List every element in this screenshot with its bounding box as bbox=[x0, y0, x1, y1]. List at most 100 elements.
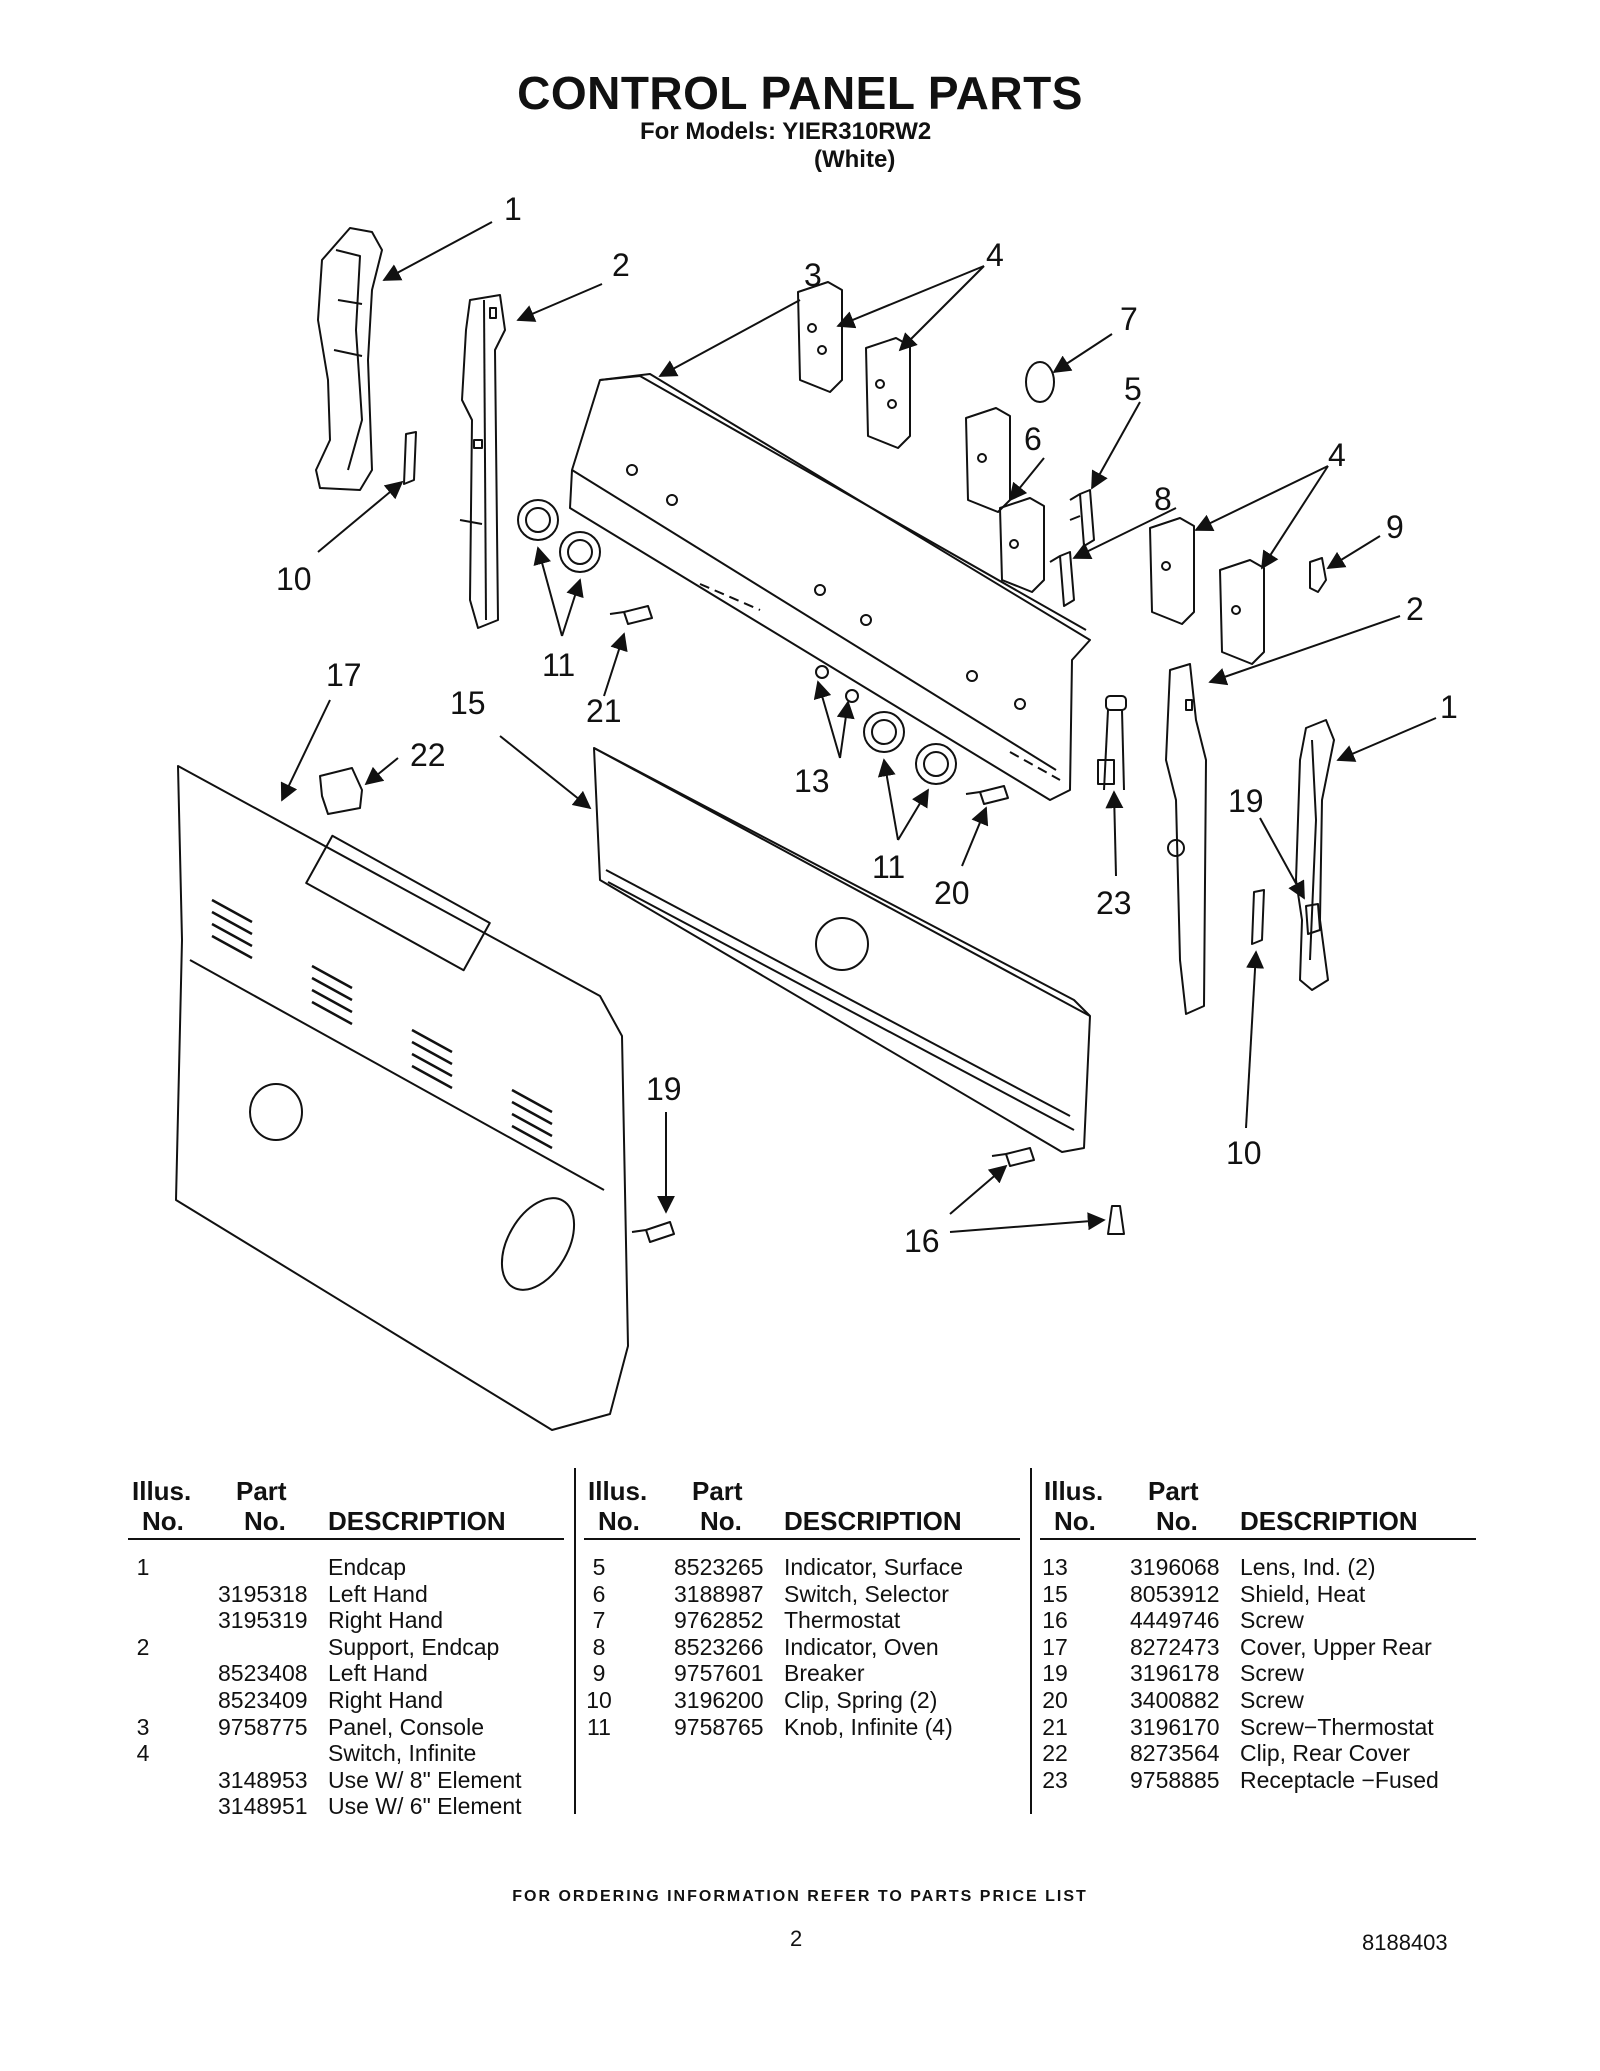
part-no: 8053912 bbox=[1130, 1580, 1220, 1607]
selector-switch bbox=[965, 407, 1011, 513]
part-description: Use W/ 6" Element bbox=[328, 1793, 522, 1820]
callout-7: 7 bbox=[1120, 301, 1138, 337]
infinite-switch-1 bbox=[797, 281, 843, 393]
part-description: Clip, Spring (2) bbox=[784, 1686, 938, 1713]
part-description: Thermostat bbox=[784, 1607, 901, 1634]
part-no: 9758765 bbox=[674, 1713, 764, 1740]
part-no: 8273564 bbox=[1130, 1740, 1220, 1767]
table-row: 8523409 Right Hand bbox=[128, 1687, 564, 1714]
table-header: Illus. No. Part No. DESCRIPTION bbox=[1040, 1468, 1476, 1540]
lens-indicator-1 bbox=[815, 665, 829, 679]
document-number: 8188403 bbox=[1362, 1930, 1448, 1955]
header-part-bottom: No. bbox=[1156, 1506, 1198, 1536]
part-no: 8523265 bbox=[674, 1554, 764, 1580]
callout-17: 17 bbox=[326, 657, 362, 693]
part-description: Right Hand bbox=[328, 1686, 444, 1713]
screw-19-left bbox=[631, 1221, 675, 1243]
callout-11-left: 11 bbox=[542, 647, 575, 683]
header-part-top: Part bbox=[1148, 1476, 1199, 1506]
part-description: Shield, Heat bbox=[1240, 1580, 1366, 1607]
illus-no: 19 bbox=[1042, 1660, 1068, 1687]
part-description: Right Hand bbox=[328, 1607, 444, 1634]
callout-5: 5 bbox=[1124, 371, 1142, 407]
callout-10-right: 10 bbox=[1226, 1135, 1262, 1171]
illus-no: 5 bbox=[592, 1554, 606, 1580]
callout-4-top: 4 bbox=[986, 237, 1004, 273]
part-description: Switch, Selector bbox=[784, 1580, 949, 1607]
console-panel bbox=[569, 373, 1091, 801]
illus-no: 23 bbox=[1042, 1766, 1068, 1793]
part-no: 8523408 bbox=[218, 1660, 308, 1687]
screw-20 bbox=[965, 785, 1009, 805]
part-description: Screw−Thermostat bbox=[1240, 1713, 1434, 1740]
callout-1-left: 1 bbox=[504, 191, 522, 227]
callout-21: 21 bbox=[586, 693, 622, 729]
clip-rear-cover bbox=[319, 767, 363, 815]
illus-no: 7 bbox=[592, 1607, 606, 1634]
part-no: 3148953 bbox=[218, 1766, 308, 1793]
screw-19-right bbox=[1305, 903, 1321, 935]
callout-19-right: 19 bbox=[1228, 783, 1264, 819]
illus-no: 21 bbox=[1042, 1713, 1068, 1740]
part-no: 4449746 bbox=[1130, 1607, 1220, 1634]
part-description: Indicator, Oven bbox=[784, 1633, 939, 1660]
callout-22: 22 bbox=[410, 737, 446, 773]
header-part-top: Part bbox=[692, 1476, 743, 1506]
part-no: 8272473 bbox=[1130, 1633, 1220, 1660]
header-description: DESCRIPTION bbox=[1240, 1506, 1418, 1536]
page-title: CONTROL PANEL PARTS bbox=[517, 67, 1083, 119]
callout-11-right: 11 bbox=[872, 849, 905, 885]
part-description: Left Hand bbox=[328, 1580, 428, 1607]
header-description: DESCRIPTION bbox=[784, 1506, 962, 1536]
selector-switch-b bbox=[999, 497, 1045, 593]
page-number: 2 bbox=[790, 1926, 803, 1951]
infinite-switch-3 bbox=[1149, 517, 1195, 625]
header-illus-bottom: No. bbox=[142, 1506, 184, 1536]
callout-4-right: 4 bbox=[1328, 437, 1346, 473]
infinite-switch-2 bbox=[865, 337, 911, 449]
indicator-oven bbox=[1049, 551, 1075, 607]
part-no: 9758885 bbox=[1130, 1766, 1220, 1793]
part-description: Lens, Ind. (2) bbox=[1240, 1554, 1376, 1580]
spring-clip-right bbox=[1251, 889, 1265, 945]
part-no: 3196068 bbox=[1130, 1554, 1220, 1580]
part-description: Receptacle −Fused bbox=[1240, 1766, 1439, 1793]
table-row: 5 8523265 Indicator, Surface bbox=[584, 1554, 1020, 1581]
callout-23: 23 bbox=[1096, 885, 1132, 921]
part-description: Clip, Rear Cover bbox=[1240, 1740, 1410, 1767]
knob-infinite-right bbox=[863, 711, 957, 785]
part-no: 3196170 bbox=[1130, 1713, 1220, 1740]
callout-1-right: 1 bbox=[1440, 689, 1458, 725]
column-divider bbox=[1030, 1468, 1032, 1814]
part-description: Indicator, Surface bbox=[784, 1554, 963, 1580]
part-description: Left Hand bbox=[328, 1660, 428, 1687]
part-description: Switch, Infinite bbox=[328, 1740, 477, 1767]
ordering-note: FOR ORDERING INFORMATION REFER TO PARTS … bbox=[512, 1888, 1088, 1905]
part-description: Endcap bbox=[328, 1554, 407, 1580]
part-no: 3196200 bbox=[674, 1686, 764, 1713]
part-no: 8523409 bbox=[218, 1686, 308, 1713]
callout-3: 3 bbox=[804, 257, 822, 293]
spring-clip-left bbox=[403, 431, 417, 485]
callout-19-left: 19 bbox=[646, 1071, 682, 1107]
cover-upper-rear bbox=[175, 765, 629, 1431]
callout-9: 9 bbox=[1386, 509, 1404, 545]
part-no: 9758775 bbox=[218, 1713, 308, 1740]
part-no: 8523266 bbox=[674, 1633, 764, 1660]
part-no: 3195318 bbox=[218, 1580, 308, 1607]
header-part-bottom: No. bbox=[244, 1506, 286, 1536]
part-description: Screw bbox=[1240, 1686, 1304, 1713]
lens-indicator-2 bbox=[845, 689, 859, 703]
callout-13: 13 bbox=[794, 763, 830, 799]
